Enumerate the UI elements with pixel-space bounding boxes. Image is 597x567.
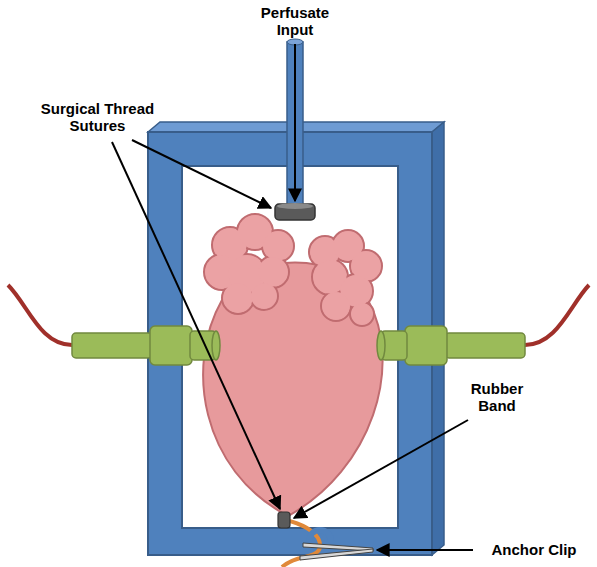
anchor-loop [309,530,331,541]
heart [203,263,382,517]
right-atrium-fill [311,232,381,325]
left-atrium-fill [206,216,293,313]
part-label: Perfusate Input [250,4,340,38]
part-label: Rubber Band [460,380,534,414]
wire [8,285,72,345]
suture-ring-top [277,203,313,209]
anchor-clip [300,543,373,560]
electrode-holder [72,326,220,365]
wire [525,285,589,345]
part-label: Surgical Thread Sutures [30,100,165,134]
suture-ring [275,204,315,220]
electrode-holder [377,326,525,365]
perfusate-tube [287,42,303,210]
part-label: Anchor Clip [478,541,590,558]
left-atrium [204,214,294,314]
suture-knot [278,512,290,528]
right-atrium [309,230,382,326]
leader-arrows [112,44,473,550]
